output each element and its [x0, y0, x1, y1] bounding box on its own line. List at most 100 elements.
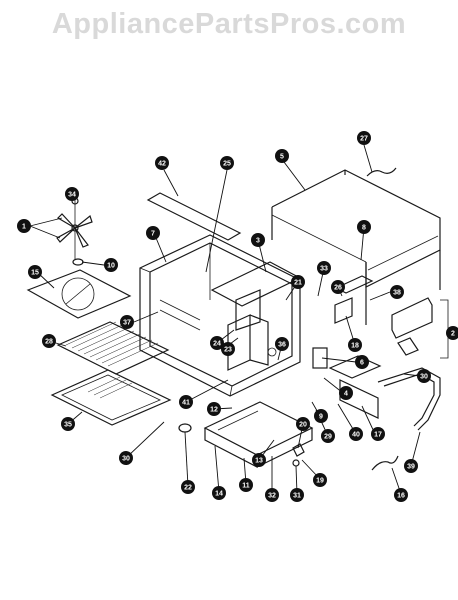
- callout-16: 16: [394, 488, 408, 502]
- callout-20-label: 20: [299, 422, 307, 429]
- callout-25: 25: [220, 156, 234, 170]
- callout-13-label: 13: [255, 458, 263, 465]
- callout-17-label: 17: [374, 432, 382, 439]
- outer-cabinet: [271, 169, 441, 325]
- callout-11-label: 11: [242, 483, 250, 490]
- callout-5: 5: [275, 149, 289, 163]
- callout-10-label: 10: [107, 263, 115, 270]
- callout-28: 28: [42, 334, 56, 348]
- latch: [292, 443, 305, 457]
- callout-9: 9: [314, 409, 328, 423]
- callout-39: 39: [404, 459, 418, 473]
- callout-35-label: 35: [64, 422, 72, 429]
- base-tray: [203, 401, 314, 468]
- callout-36: 36: [275, 337, 289, 351]
- callout-4: 4: [339, 386, 353, 400]
- callout-11: 11: [239, 478, 253, 492]
- callout-1-label: 1: [22, 224, 26, 231]
- callout-32: 32: [265, 488, 279, 502]
- callout-33: 33: [317, 261, 331, 275]
- callout-2: 2: [446, 326, 458, 340]
- callout-23-label: 23: [224, 347, 232, 354]
- callout-40: 40: [349, 427, 363, 441]
- callout-14: 14: [212, 486, 226, 500]
- callout-18-label: 18: [351, 343, 359, 350]
- callout-16-label: 16: [397, 493, 405, 500]
- callout-15-label: 15: [31, 270, 39, 277]
- callout-30-upper-label: 30: [420, 374, 428, 381]
- callout-5-label: 5: [280, 154, 284, 161]
- callout-39-label: 39: [407, 464, 415, 471]
- callout-15: 15: [28, 265, 42, 279]
- callout-36-label: 36: [278, 342, 286, 349]
- callout-8: 8: [357, 220, 371, 234]
- callout-7-label: 7: [151, 231, 155, 238]
- callout-19: 19: [313, 473, 327, 487]
- callout-12-label: 12: [210, 407, 218, 414]
- callout-42-label: 42: [158, 161, 166, 168]
- callout-19-label: 19: [316, 478, 324, 485]
- callout-27: 27: [357, 131, 371, 145]
- callout-10: 10: [104, 258, 118, 272]
- callout-18: 18: [348, 338, 362, 352]
- callout-22: 22: [181, 480, 195, 494]
- callout-22-label: 22: [184, 485, 192, 492]
- callout-26: 26: [331, 280, 345, 294]
- callout-3-label: 3: [256, 238, 260, 245]
- callout-29-label: 29: [324, 434, 332, 441]
- callout-1: 1: [17, 219, 31, 233]
- callout-26-label: 26: [334, 285, 342, 292]
- callout-24-label: 24: [213, 341, 221, 348]
- callout-37: 37: [120, 315, 134, 329]
- callout-13: 13: [252, 453, 266, 467]
- callout-24: 24: [210, 336, 224, 350]
- callout-28-label: 28: [45, 339, 53, 346]
- stirrer-fan: [56, 197, 93, 266]
- callout-21: 21: [291, 275, 305, 289]
- callout-6: 6: [355, 355, 369, 369]
- callout-31: 31: [290, 488, 304, 502]
- callout-6-label: 6: [360, 360, 364, 367]
- callout-32-label: 32: [268, 493, 276, 500]
- callout-30-upper: 30: [417, 369, 431, 383]
- callout-34: 34: [65, 187, 79, 201]
- callout-40-label: 40: [352, 432, 360, 439]
- top-trim-strip: [146, 192, 242, 241]
- callout-7: 7: [146, 226, 160, 240]
- callout-8-label: 8: [362, 225, 366, 232]
- cord: [366, 167, 397, 177]
- callout-17: 17: [371, 427, 385, 441]
- callout-14-label: 14: [215, 491, 223, 498]
- callout-34-label: 34: [68, 192, 76, 199]
- callout-27-label: 27: [360, 136, 368, 143]
- callout-25-label: 25: [223, 161, 231, 168]
- callout-33-label: 33: [320, 266, 328, 273]
- wire-harness: [371, 455, 399, 471]
- callout-23: 23: [221, 342, 235, 356]
- callout-30-lower: 30: [119, 451, 133, 465]
- callout-4-label: 4: [344, 391, 348, 398]
- callout-12: 12: [207, 402, 221, 416]
- callout-3: 3: [251, 233, 265, 247]
- callout-29: 29: [321, 429, 335, 443]
- callout-37-label: 37: [123, 320, 131, 327]
- foot: [178, 423, 192, 433]
- screw: [292, 459, 300, 467]
- stirrer-cover: [26, 269, 132, 319]
- watermark: AppliancePartsPros.com: [51, 8, 407, 40]
- callout-9-label: 9: [319, 414, 323, 421]
- oven-rack: [56, 321, 170, 375]
- callout-38-label: 38: [393, 290, 401, 297]
- callout-30-lower-label: 30: [122, 456, 130, 463]
- callout-20: 20: [296, 417, 310, 431]
- glass-tray: [50, 369, 172, 426]
- callout-41-label: 41: [182, 400, 190, 407]
- callout-21-label: 21: [294, 280, 302, 287]
- callout-2-label: 2: [451, 331, 455, 338]
- callout-35: 35: [61, 417, 75, 431]
- heating-element: [377, 367, 441, 431]
- callout-31-label: 31: [293, 493, 301, 500]
- oven-cavity: [139, 234, 301, 397]
- callout-38: 38: [390, 285, 404, 299]
